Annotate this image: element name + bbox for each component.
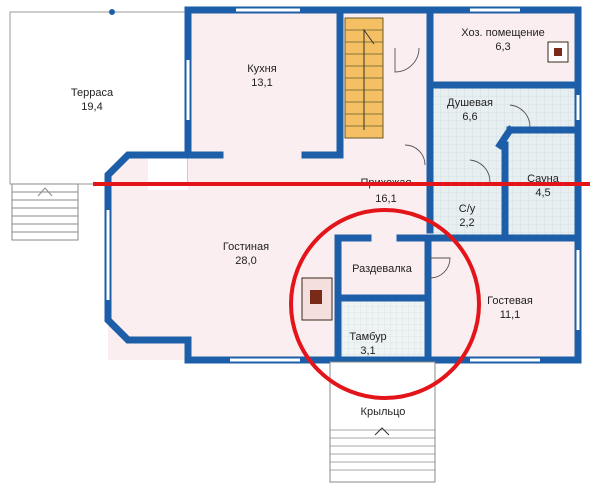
room-area-kitchen: 13,1	[251, 77, 272, 89]
room-label-dressing: Раздевалка	[352, 263, 413, 275]
room-area-terrace: 19,4	[81, 101, 102, 113]
room-area-shower: 6,6	[462, 111, 477, 123]
room-label-shower: Душевая	[447, 97, 493, 109]
room-area-wc: 2,2	[459, 217, 474, 229]
room-label-living: Гостиная	[223, 241, 269, 253]
windows	[106, 8, 580, 362]
room-area-hall: 16,1	[375, 193, 396, 205]
room-label-tambour: Тамбур	[349, 331, 386, 343]
room-label-terrace: Терраса	[71, 87, 114, 99]
staircase	[344, 17, 384, 139]
room-label-kitchen: Кухня	[247, 63, 276, 75]
fireplace-icon	[301, 277, 333, 321]
room-area-tambour: 3,1	[360, 345, 375, 357]
red-highlight-circle	[289, 208, 481, 400]
room-label-porch: Крыльцо	[361, 406, 406, 418]
terrace	[9, 9, 189, 241]
room-label-wc: С/у	[459, 203, 476, 215]
room-label-utility: Хоз. помещение	[461, 27, 545, 39]
porch	[329, 361, 436, 483]
room-area-sauna: 4,5	[535, 187, 550, 199]
terrace-steps	[11, 183, 79, 241]
room-area-living: 28,0	[235, 255, 256, 267]
room-area-utility: 6,3	[495, 41, 510, 53]
room-label-guest: Гостевая	[487, 295, 533, 307]
stove-icon	[547, 41, 569, 63]
annotations	[93, 182, 590, 400]
room-area-guest: 11,1	[500, 309, 521, 321]
